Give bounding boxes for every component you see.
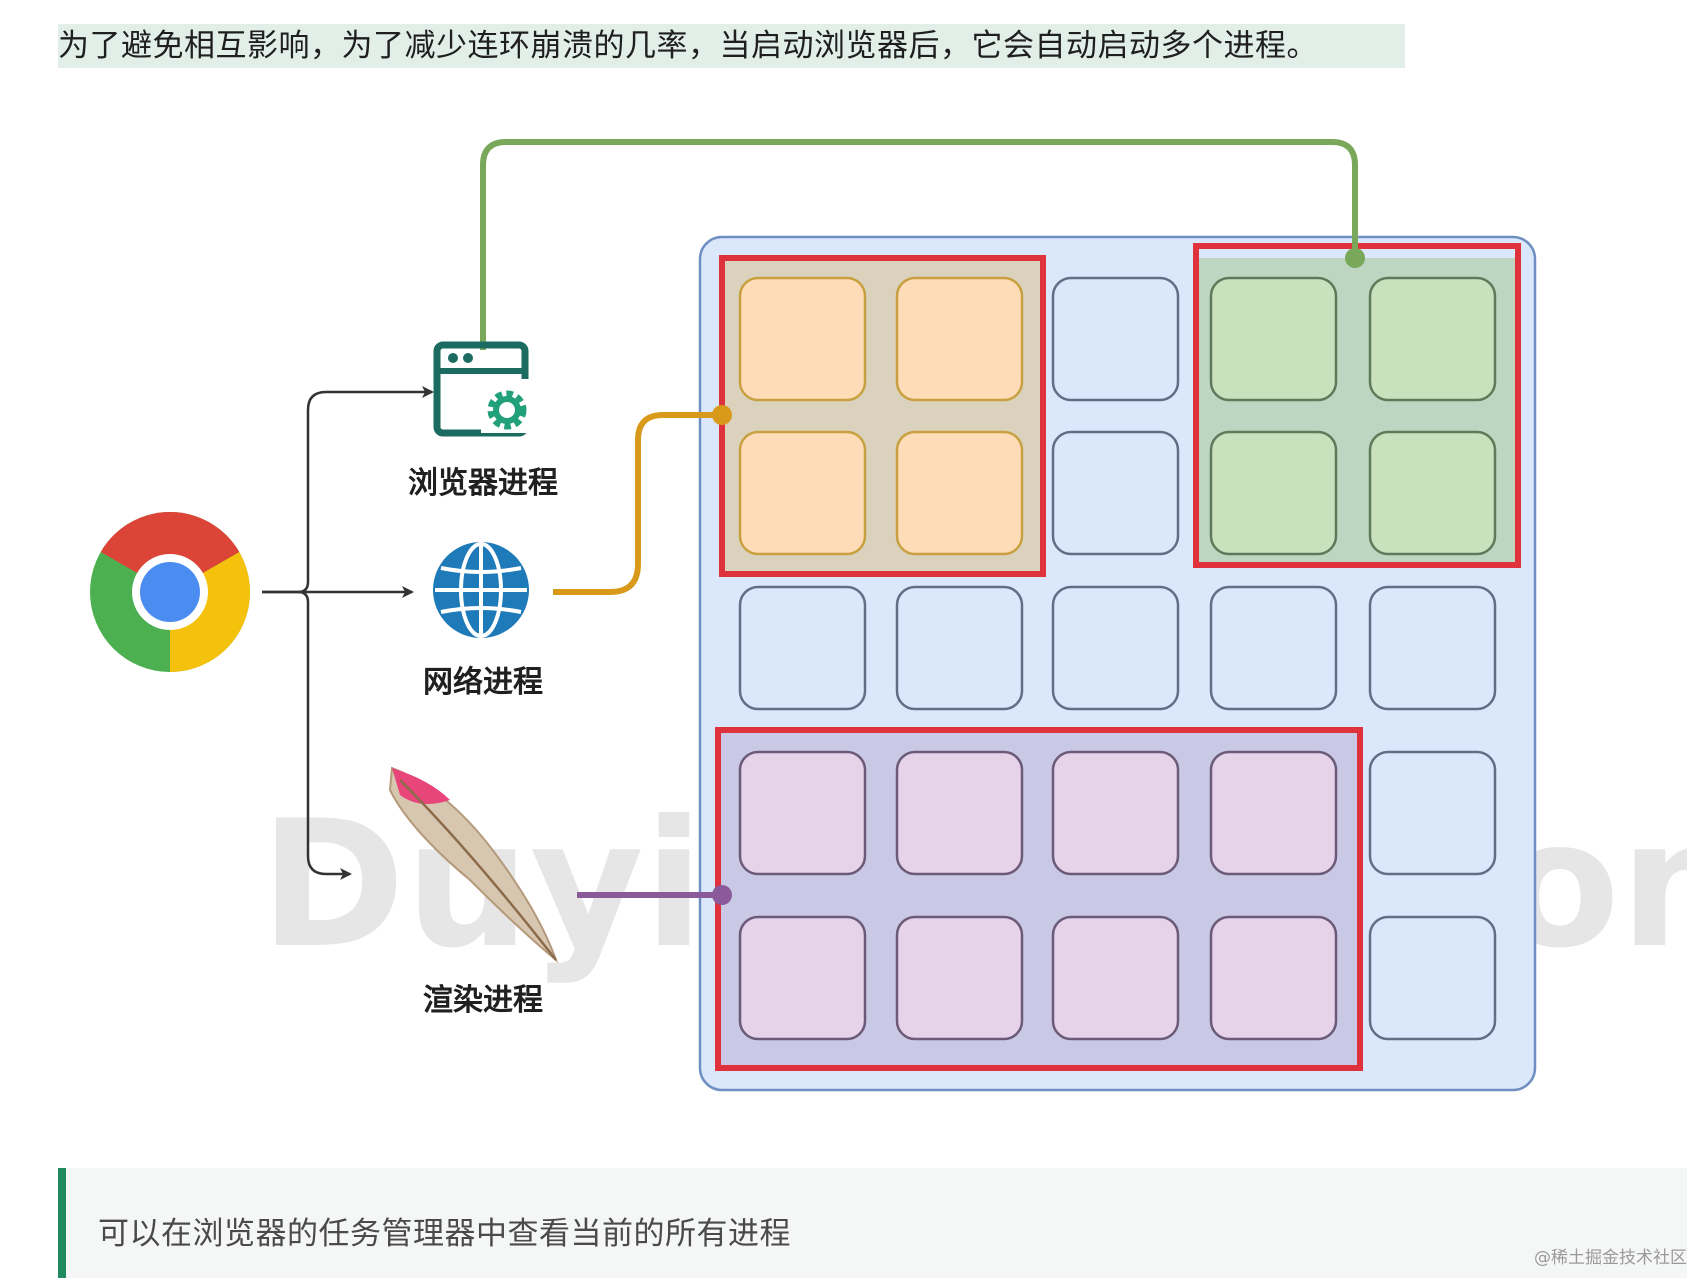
network-link-dot: [712, 405, 732, 425]
process-cell: [738, 430, 867, 556]
process-cells: [715, 243, 1521, 1071]
process-cell: [1209, 276, 1338, 402]
renderer-process-label: 渲染进程: [423, 983, 543, 1018]
top-note: 为了避免相互影响，为了减少连环崩溃的几率，当启动浏览器后，它会自动启动多个进程。: [58, 24, 1405, 68]
process-cell: [1051, 915, 1180, 1041]
browser-link-dot: [1345, 248, 1365, 268]
globe-icon: [433, 542, 529, 638]
browser-settings-icon: [433, 341, 531, 437]
network-process-label: 网络进程: [423, 665, 543, 700]
browser-process-label: 浏览器进程: [408, 466, 558, 501]
process-cell: [895, 915, 1024, 1041]
process-cell: [1209, 915, 1338, 1041]
branch-arrows: [262, 386, 434, 880]
process-cell: [1051, 750, 1180, 876]
browser-process-link: [480, 139, 1358, 350]
process-cell: [895, 276, 1024, 402]
process-cell: [1368, 585, 1497, 711]
chrome-icon: [90, 511, 251, 672]
process-cell: [1368, 430, 1497, 556]
process-cell: [1368, 750, 1497, 876]
footer-credit: @稀土掘金技术社区: [1534, 1248, 1687, 1268]
process-cell: [1051, 430, 1180, 556]
bottom-callout-text: 可以在浏览器的任务管理器中查看当前的所有进程: [98, 1216, 791, 1252]
process-cell: [738, 276, 867, 402]
process-cell: [1368, 915, 1497, 1041]
process-cell: [1209, 430, 1338, 556]
process-cell: [738, 585, 867, 711]
process-cell: [1051, 585, 1180, 711]
process-cell: [1209, 750, 1338, 876]
process-cell: [1051, 276, 1180, 402]
process-cell: [738, 915, 867, 1041]
process-cell: [895, 585, 1024, 711]
process-cell: [1368, 276, 1497, 402]
network-process-link: [553, 412, 722, 595]
process-cell: [1209, 585, 1338, 711]
process-cell: [895, 750, 1024, 876]
bottom-callout: 可以在浏览器的任务管理器中查看当前的所有进程: [58, 1168, 1687, 1278]
renderer-link-dot: [712, 885, 732, 905]
process-cell: [738, 750, 867, 876]
process-cell: [895, 430, 1024, 556]
feather-icon: [388, 766, 559, 964]
